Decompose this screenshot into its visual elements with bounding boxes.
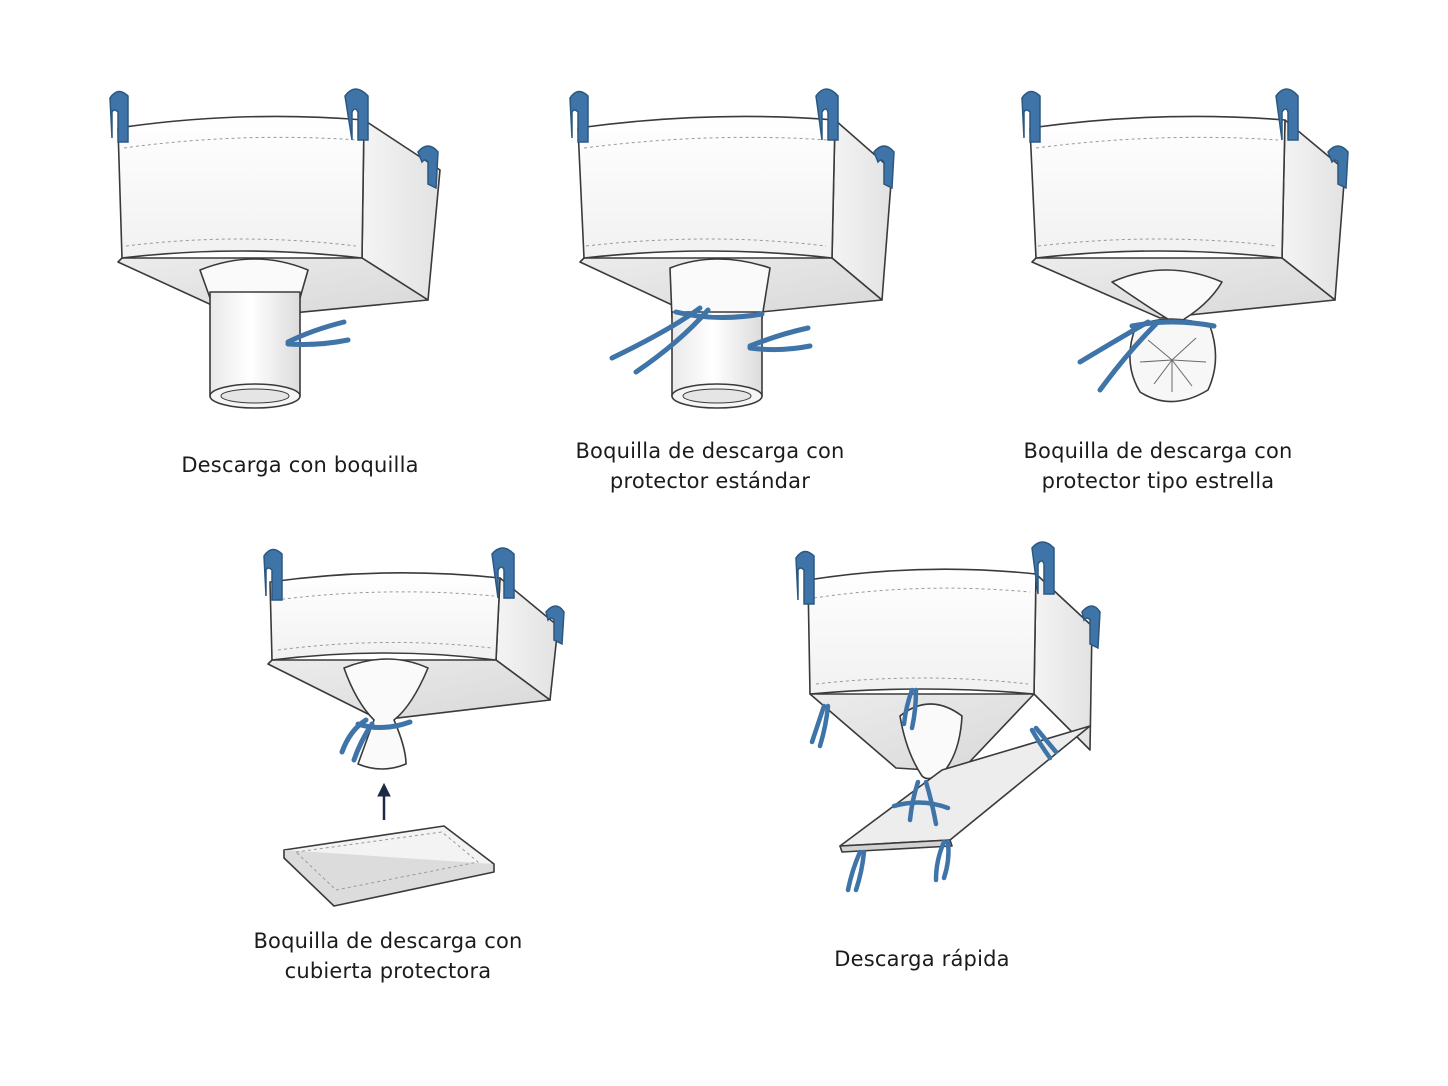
star-protector-gather <box>1111 269 1223 325</box>
tie-straps <box>809 687 1059 893</box>
caption-spout-discharge: Descarga con boquilla <box>95 450 505 480</box>
lifting-loops <box>795 541 1101 650</box>
tie-straps <box>1077 319 1217 393</box>
caption-line: protector estándar <box>609 469 811 493</box>
lifting-loops <box>263 547 565 646</box>
caption-spout-star-protector: Boquilla de descarga con protector tipo … <box>953 436 1363 496</box>
quick-discharge-illustration <box>795 541 1101 893</box>
caption-line: Descarga rápida <box>834 947 1010 971</box>
panel-spout-protective-cover: Boquilla de descarga con cubierta protec… <box>160 520 620 990</box>
bag-front-panel <box>807 568 1037 695</box>
tie-straps <box>285 319 351 347</box>
bag-front-panel <box>269 572 501 661</box>
closed-spout <box>343 658 429 770</box>
caption-line: Descarga con boquilla <box>181 453 419 477</box>
spout-protective-cover-illustration <box>263 547 565 907</box>
lifting-loops <box>109 88 439 190</box>
tie-straps <box>339 717 413 763</box>
panel-spout-discharge: Descarga con boquilla <box>0 0 480 500</box>
panel-quick-discharge: Descarga rápida <box>700 520 1160 990</box>
caption-quick-discharge: Descarga rápida <box>717 944 1127 974</box>
bag-side-panel <box>1033 573 1093 751</box>
spout-discharge-illustration <box>109 88 441 409</box>
caption-spout-protective-cover: Boquilla de descarga con cubierta protec… <box>183 926 593 986</box>
caption-line: Boquilla de descarga con <box>575 439 845 463</box>
panel-spout-star-protector: Boquilla de descarga con protector tipo … <box>960 0 1448 500</box>
lifting-loops <box>1021 88 1349 190</box>
spout-star-protector-illustration <box>1021 88 1349 403</box>
caption-spout-standard-protector: Boquilla de descarga con protector están… <box>505 436 915 496</box>
caption-line: cubierta protectora <box>284 959 492 983</box>
caption-line: protector tipo estrella <box>1041 469 1275 493</box>
caption-line: Boquilla de descarga con <box>1023 439 1293 463</box>
spout-standard-protector-illustration <box>569 88 895 409</box>
caption-line: Boquilla de descarga con <box>253 929 523 953</box>
bag-front-panel <box>577 115 836 259</box>
arrow-up-icon <box>377 782 391 820</box>
spout-tube <box>671 311 763 397</box>
bag-front-panel <box>1029 115 1286 259</box>
bag-front-panel <box>117 115 365 259</box>
panel-spout-standard-protector: Boquilla de descarga con protector están… <box>480 0 960 500</box>
tie-straps <box>609 305 813 375</box>
lifting-loops <box>569 88 895 190</box>
